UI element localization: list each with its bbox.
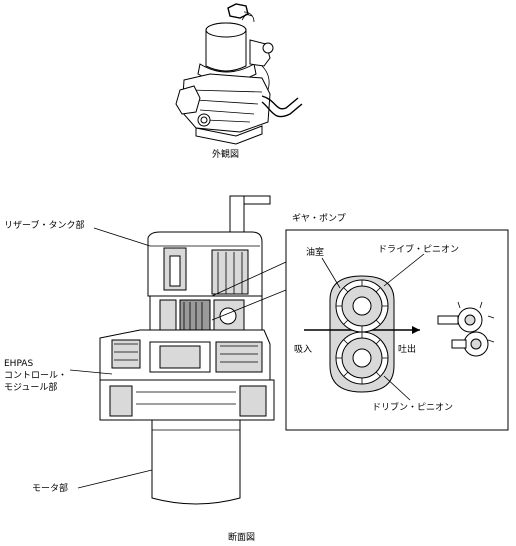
caption-section: 断面図 bbox=[228, 531, 255, 543]
exploded-gears bbox=[437, 301, 495, 357]
driven-pinion-gear bbox=[335, 331, 389, 385]
label-gear-pump: ギヤ・ポンプ bbox=[292, 213, 346, 224]
label-motor: モータ部 bbox=[32, 482, 68, 494]
label-drive-pinion: ドライブ・ピニオン bbox=[378, 243, 459, 255]
label-oil-chamber: 油室 bbox=[306, 246, 324, 258]
label-reservoir: リザーブ・タンク部 bbox=[4, 219, 84, 231]
caption-exterior: 外観図 bbox=[212, 148, 239, 160]
gear-pump-detail bbox=[211, 229, 509, 431]
label-ehpas-2: コントロール・ bbox=[4, 371, 67, 381]
drive-pinion-gear bbox=[335, 279, 389, 333]
label-ehpas-1: EHPAS bbox=[4, 359, 33, 369]
exterior-view bbox=[175, 3, 303, 145]
label-discharge: 吐出 bbox=[398, 343, 416, 355]
section-view bbox=[99, 195, 275, 505]
label-driven-pinion: ドリブン・ピニオン bbox=[372, 401, 453, 413]
label-suction: 吸入 bbox=[294, 344, 312, 355]
label-ehpas-3: モジュール部 bbox=[4, 381, 57, 393]
